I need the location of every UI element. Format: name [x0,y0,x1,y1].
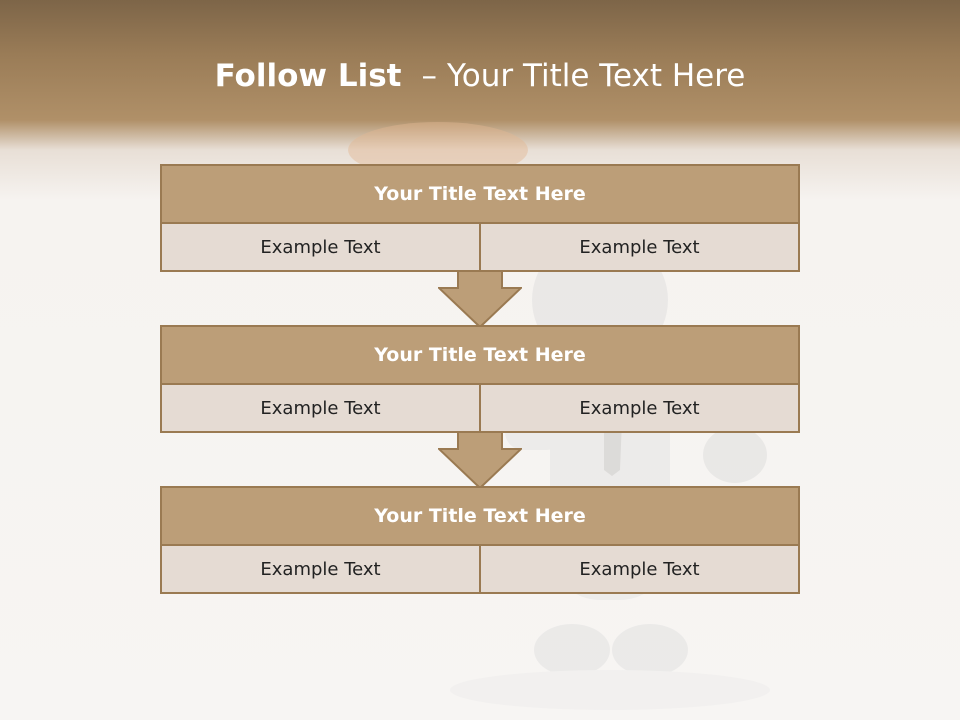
title-separator: – [421,58,437,94]
title-bold-text: Follow List [214,58,402,94]
box-row: Example Text Example Text [162,385,798,431]
box-cell-right: Example Text [479,546,798,592]
list-box-2: Your Title Text Here Example Text Exampl… [160,325,800,433]
box-cell-right: Example Text [479,385,798,431]
box-header: Your Title Text Here [162,166,798,224]
box-header: Your Title Text Here [162,327,798,385]
title-rest-text: Your Title Text Here [446,58,746,94]
box-cell-left: Example Text [260,558,381,580]
box-row: Example Text Example Text [162,224,798,270]
box-cell-left: Example Text [260,397,381,419]
list-box-3: Your Title Text Here Example Text Exampl… [160,486,800,594]
box-cell-right: Example Text [479,224,798,270]
list-box-1: Your Title Text Here Example Text Exampl… [160,164,800,272]
box-row: Example Text Example Text [162,546,798,592]
page-title: Follow List – Your Title Text Here [0,52,960,100]
down-arrow-icon [438,270,522,328]
down-arrow-icon [438,431,522,489]
box-cell-left: Example Text [260,236,381,258]
box-header: Your Title Text Here [162,488,798,546]
